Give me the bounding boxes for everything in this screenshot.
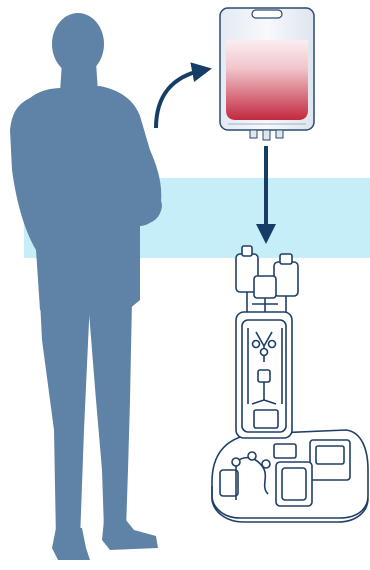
blood-bag-icon (219, 7, 315, 141)
processing-device-icon (211, 245, 369, 523)
curved-arrow-icon (154, 62, 212, 129)
person-silhouette-icon (10, 13, 162, 560)
